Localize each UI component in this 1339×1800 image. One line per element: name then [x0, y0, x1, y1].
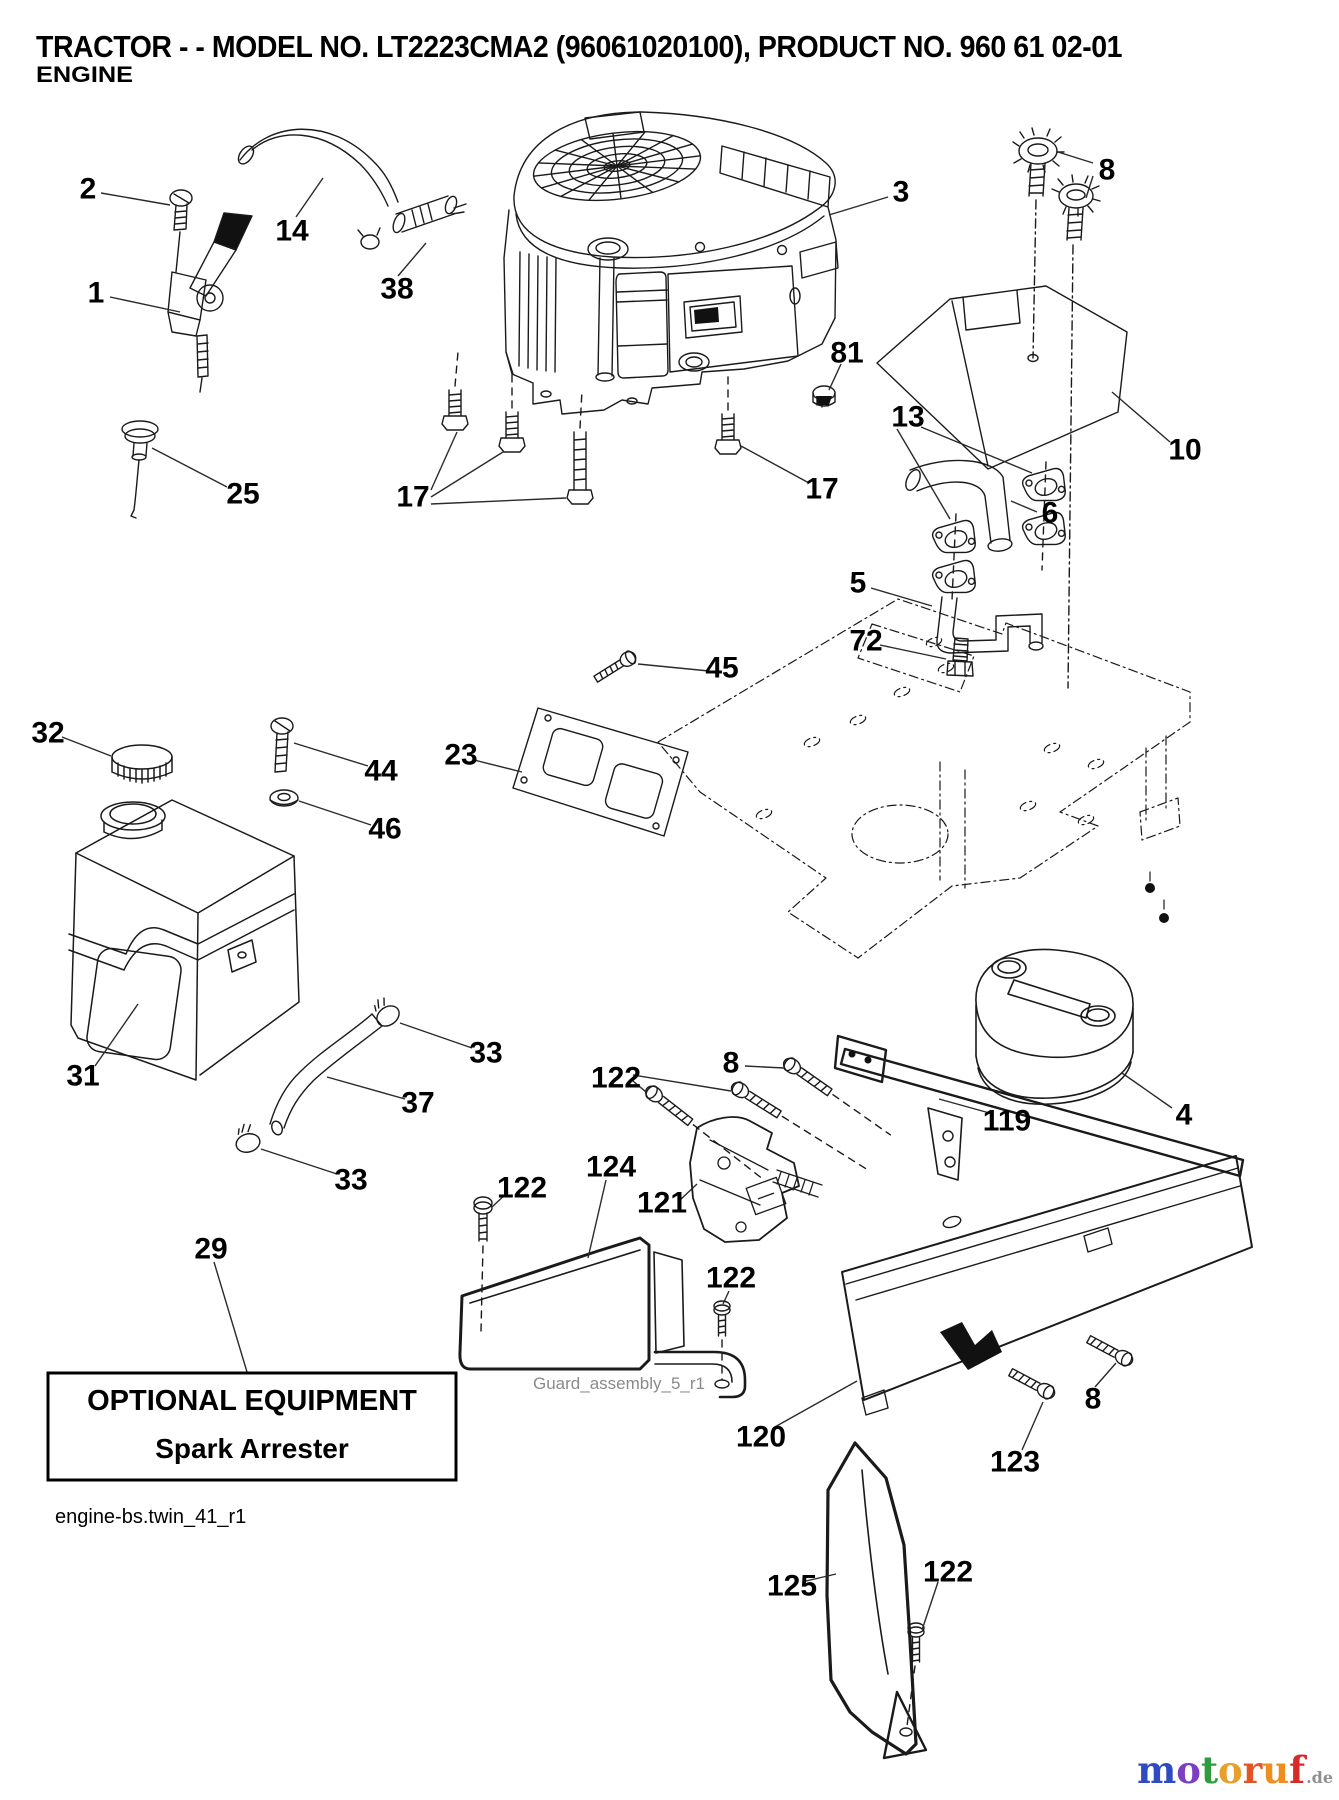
callout-32: 32 — [31, 717, 64, 750]
callout-46: 46 — [368, 813, 401, 846]
cooling-fan-screen — [530, 123, 705, 209]
callout-122: 122 — [923, 1556, 973, 1589]
optional-equipment-title: OPTIONAL EQUIPMENT — [87, 1385, 417, 1417]
guard-124 — [458, 1236, 747, 1399]
support-plate-119 — [833, 1034, 1245, 1181]
engine-guard-bracket-120 — [841, 1155, 1253, 1416]
rib-panel — [719, 145, 831, 208]
callout-33: 33 — [334, 1164, 367, 1197]
tank-screw — [270, 717, 294, 773]
hose-clamp-b — [235, 1123, 261, 1153]
callout-122: 122 — [497, 1172, 547, 1205]
diagram-code-label: engine-bs.twin_41_r1 — [55, 1506, 246, 1528]
callout-8: 8 — [1099, 154, 1116, 187]
tank-washer — [269, 789, 299, 807]
throttle-screw — [169, 189, 193, 273]
callout-8: 8 — [723, 1047, 740, 1080]
bracket-screws-upper — [645, 1057, 891, 1181]
callout-123: 123 — [990, 1446, 1040, 1479]
callout-17: 17 — [805, 473, 838, 506]
callout-10: 10 — [1168, 434, 1201, 467]
dipstick-tube — [587, 237, 629, 382]
callout-4: 4 — [1176, 1099, 1193, 1132]
callout-124: 124 — [586, 1151, 636, 1184]
engine-bracket-121 — [689, 1116, 823, 1243]
callout-14: 14 — [275, 215, 309, 248]
callout-45: 45 — [705, 652, 738, 685]
fuel-line — [237, 128, 399, 250]
callout-44: 44 — [364, 755, 398, 788]
logo-letter: f — [1289, 1748, 1306, 1792]
callout-2: 2 — [80, 173, 97, 206]
guard-125 — [825, 1441, 928, 1760]
spark-arrester-label: Spark Arrester — [155, 1433, 349, 1464]
callout-37: 37 — [401, 1087, 434, 1120]
fuel-cap — [111, 744, 173, 784]
callout-120: 120 — [736, 1421, 786, 1454]
engine-mount-bolts — [441, 351, 742, 505]
plate-screw-45 — [593, 650, 637, 683]
chassis-plate-dashed — [657, 598, 1191, 959]
lock-nut — [812, 385, 836, 408]
callout-122: 122 — [706, 1262, 756, 1295]
muffler — [975, 948, 1134, 1105]
flange-screws-top — [1012, 127, 1101, 689]
page-subtitle: ENGINE — [36, 62, 133, 87]
callout-1: 1 — [88, 277, 105, 310]
throttle-control — [167, 212, 253, 393]
callout-25: 25 — [226, 478, 259, 511]
callout-3: 3 — [893, 176, 910, 209]
heat-shield — [876, 285, 1128, 470]
guard-assembly-label: Guard_assembly_5_r1 — [533, 1374, 705, 1393]
exhaust-bolt-72 — [946, 637, 974, 677]
logo-letter: u — [1262, 1748, 1290, 1792]
callout-38: 38 — [380, 273, 413, 306]
hose-clamp-a — [374, 997, 400, 1027]
callout-17: 17 — [396, 481, 429, 514]
logo-letter: t — [1200, 1748, 1219, 1792]
callout-72: 72 — [849, 625, 882, 658]
fuel-tank — [68, 799, 300, 1081]
callout-8: 8 — [1085, 1383, 1102, 1416]
callout-13: 13 — [891, 401, 924, 434]
callout-121: 121 — [637, 1187, 687, 1220]
page-title: TRACTOR - - MODEL NO. LT2223CMA2 (960610… — [36, 29, 1122, 64]
exhaust-gaskets — [931, 461, 1066, 601]
guard-screws — [473, 1196, 925, 1727]
logo-letter: r — [1242, 1748, 1263, 1792]
logo-letter: o — [1176, 1748, 1201, 1792]
logo-letter: o — [1218, 1748, 1243, 1792]
callout-119: 119 — [983, 1105, 1031, 1138]
exhaust-pipes — [905, 459, 1044, 654]
callout-6: 6 — [1042, 497, 1059, 530]
callout-5: 5 — [850, 567, 867, 600]
bolt-123 — [1008, 1367, 1056, 1400]
bolt-8-bottom — [1086, 1334, 1134, 1367]
choke-cable — [121, 420, 159, 519]
callout-23: 23 — [444, 739, 477, 772]
leader-lines — [61, 151, 1173, 1631]
optional-equipment-box: OPTIONAL EQUIPMENT Spark Arrester — [46, 1371, 458, 1482]
callout-33: 33 — [469, 1037, 502, 1070]
callout-125: 125 — [767, 1570, 817, 1603]
fuel-hose — [269, 1013, 383, 1136]
callout-31: 31 — [66, 1060, 99, 1093]
callout-81: 81 — [830, 337, 863, 370]
callout-29: 29 — [194, 1233, 227, 1266]
support-plate-23 — [512, 707, 689, 837]
engine-assembly — [503, 111, 839, 415]
logo-letter: m — [1137, 1748, 1177, 1792]
fuel-fitting — [392, 195, 467, 234]
logo-suffix: .de — [1306, 1768, 1333, 1787]
callout-122: 122 — [591, 1062, 641, 1095]
